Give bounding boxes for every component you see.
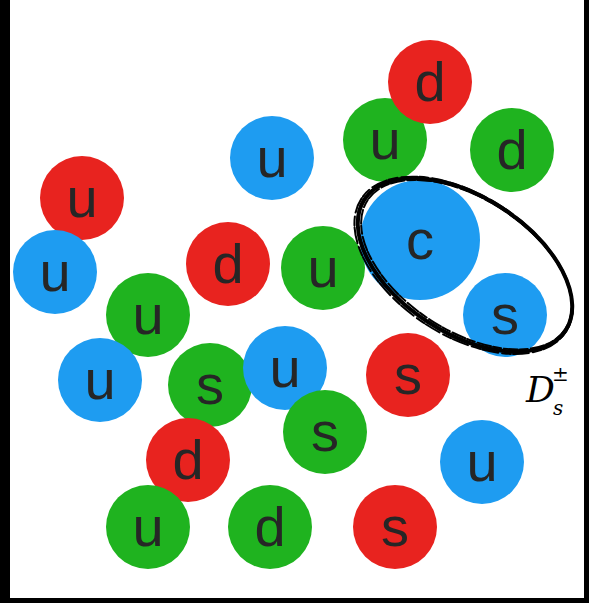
meson-label: ±	[552, 364, 569, 385]
quark-letter: d	[496, 122, 527, 178]
quark-letter: d	[172, 432, 203, 488]
quark-letter: d	[254, 499, 285, 555]
quark-circle: u	[58, 338, 142, 422]
quark-letter: c	[406, 212, 434, 268]
quark-circle: d	[470, 108, 554, 192]
quark-letter: u	[369, 112, 400, 168]
meson-symbol: D	[526, 369, 555, 410]
quark-circle: s	[353, 485, 437, 569]
quark-circle: u	[13, 230, 97, 314]
meson-symbol: ±	[552, 362, 569, 386]
quark-letter: u	[66, 170, 97, 226]
quark-letter: u	[269, 340, 300, 396]
quark-letter: d	[414, 54, 445, 110]
ring-stroke	[331, 145, 589, 384]
quark-letter: s	[196, 357, 224, 413]
quark-circle: u	[281, 226, 365, 310]
quark-letter: d	[212, 236, 243, 292]
quark-circle: s	[168, 343, 252, 427]
meson-symbol: s	[553, 396, 563, 420]
quark-circle: s	[283, 390, 367, 474]
quark-circle: u	[40, 156, 124, 240]
quark-circle: d	[186, 222, 270, 306]
quark-letter: s	[394, 347, 422, 403]
quark-letter: u	[466, 434, 497, 490]
quark-letter: s	[491, 287, 519, 343]
quark-letter: u	[84, 352, 115, 408]
quark-letter: u	[307, 240, 338, 296]
quark-circle: d	[228, 485, 312, 569]
quark-circle: u	[106, 485, 190, 569]
quark-letter: u	[256, 130, 287, 186]
quark-circle: d	[388, 40, 472, 124]
quark-letter: u	[39, 244, 70, 300]
meson-label: s	[553, 398, 563, 419]
quark-letter: s	[311, 404, 339, 460]
meson-label: D	[526, 372, 555, 408]
quark-letter: s	[381, 499, 409, 555]
quark-letter: u	[132, 499, 163, 555]
ring-stroke	[327, 143, 589, 387]
quark-letter: u	[132, 287, 163, 343]
ring-stroke	[323, 140, 589, 390]
quark-circle: u	[440, 420, 524, 504]
quark-circle: s	[366, 333, 450, 417]
quark-circle: u	[230, 116, 314, 200]
